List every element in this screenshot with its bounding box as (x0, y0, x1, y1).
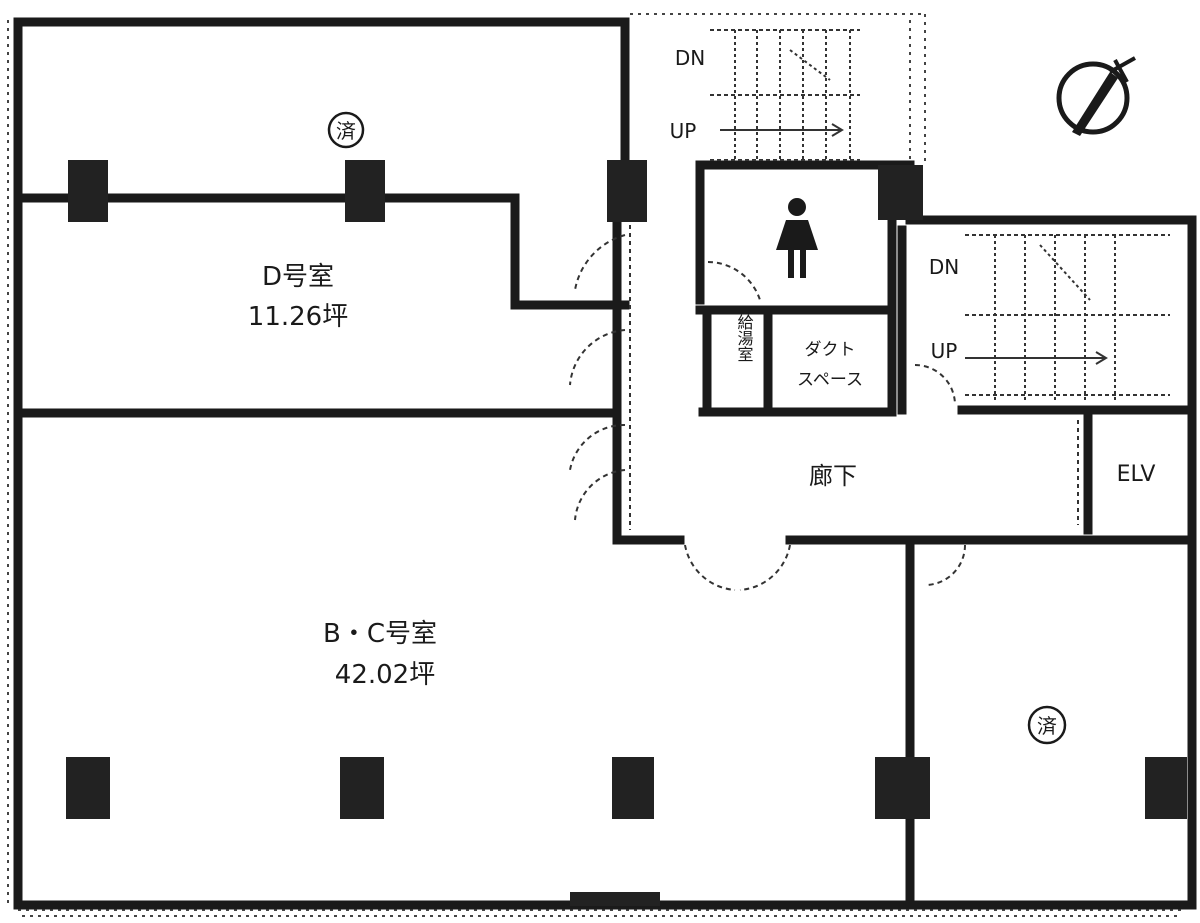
door-swing (569, 423, 626, 471)
column (340, 757, 384, 819)
door-swing (574, 234, 626, 291)
room-d-name: D号室 (262, 262, 334, 292)
room-bc: B・C号室 42.02坪 (323, 619, 437, 690)
duct-space-line1: ダクト (805, 340, 856, 360)
door-swing (569, 329, 626, 386)
door-swing (924, 544, 966, 586)
water-room-label: 給湯室 (735, 314, 754, 362)
door-swing (574, 469, 626, 521)
occupied-stamp (327, 111, 365, 149)
room-d: 済 D号室 11.26坪 (248, 111, 365, 332)
column (875, 757, 930, 819)
walls (13, 17, 1197, 910)
occupied-stamp-text: 済 (1037, 714, 1057, 738)
column (607, 160, 647, 222)
corridor-label: 廊下 (809, 462, 857, 490)
stair-upper (710, 29, 860, 161)
door-swing (739, 544, 791, 591)
stair-right-dn: DN (929, 255, 959, 279)
duct-space-line2: スペース (797, 370, 863, 390)
north-arrow-icon (1056, 56, 1136, 136)
column (878, 165, 923, 220)
column (345, 160, 385, 222)
room-a: 済 (1027, 705, 1067, 745)
door-swing (684, 544, 736, 591)
column (570, 892, 660, 906)
stair-right-up: UP (931, 339, 958, 363)
column (66, 757, 110, 819)
door-swing (914, 364, 956, 406)
columns (66, 160, 1187, 906)
column (612, 757, 654, 819)
occupied-stamp-text: 済 (336, 119, 356, 143)
female-restroom-icon (776, 198, 818, 278)
elevator-label: ELV (1117, 462, 1156, 487)
door-swing (707, 261, 761, 301)
stair-upper-dn: DN (675, 46, 705, 70)
room-d-area: 11.26坪 (248, 302, 348, 332)
dotted-boundary (7, 13, 1194, 917)
water-room: 給湯室 (735, 314, 754, 362)
room-bc-area: 42.02坪 (335, 660, 435, 690)
stair-upper-up: UP (670, 119, 697, 143)
occupied-stamp (1027, 705, 1067, 745)
door-swings (569, 234, 966, 591)
column (68, 160, 108, 222)
column (1145, 757, 1187, 819)
room-bc-name: B・C号室 (323, 619, 437, 649)
stair-right (965, 234, 1170, 400)
dashed-partitions (629, 225, 1079, 530)
